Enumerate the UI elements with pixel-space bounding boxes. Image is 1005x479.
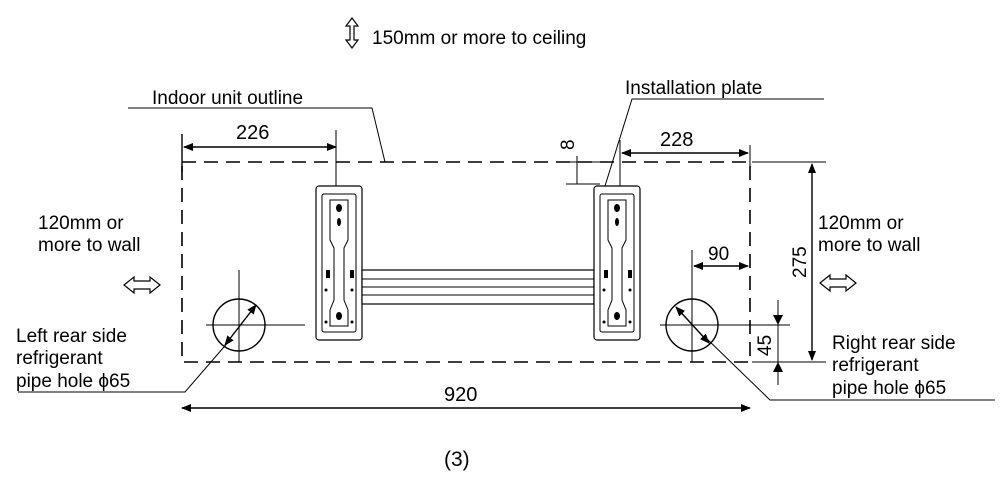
- left-plate-bracket: [315, 185, 363, 341]
- plate-leader: [604, 98, 824, 187]
- right-pipe-hole: [660, 250, 995, 401]
- dim-90-value: 90: [708, 244, 729, 265]
- left-hole-label-line2: refrigerant: [16, 348, 103, 369]
- dim-228-value: 228: [660, 129, 693, 151]
- dim-8-value: 8: [558, 139, 579, 150]
- outline-leader: [128, 107, 386, 163]
- dim-920-value: 920: [444, 384, 477, 406]
- plate-connecting-rails: [361, 269, 595, 305]
- right-plate-bracket: [593, 185, 641, 341]
- dim-275-value: 275: [790, 246, 811, 278]
- dim-45-arrow-bottom: [773, 362, 783, 372]
- wall-left-arrow-icon: [123, 275, 161, 295]
- right-hole-label-line1: Right rear side: [832, 333, 956, 354]
- right-hole-label-line2: refrigerant: [832, 355, 919, 376]
- left-pipe-hole: [18, 270, 305, 393]
- wall-right-label-line1: 120mm or: [818, 213, 904, 234]
- dim-45-arrow-top: [773, 315, 783, 325]
- ceiling-arrow-icon: [344, 17, 360, 49]
- wall-left-label-line2: more to wall: [38, 235, 140, 256]
- left-hole-label-line1: Left rear side: [16, 326, 127, 347]
- plate-label: Installation plate: [625, 78, 762, 99]
- outline-label: Indoor unit outline: [152, 88, 303, 109]
- wall-right-arrow-icon: [819, 273, 857, 293]
- figure-number: (3): [444, 448, 470, 471]
- left-hole-label-line3: pipe hole ϕ65: [16, 371, 130, 392]
- ceiling-clearance-label: 150mm or more to ceiling: [372, 28, 586, 49]
- dim-226-value: 226: [236, 122, 269, 144]
- wall-left-label-line1: 120mm or: [38, 213, 124, 234]
- wall-right-label-line2: more to wall: [818, 235, 920, 256]
- indoor-unit-outline: [181, 161, 751, 363]
- right-hole-label-line3: pipe hole ϕ65: [832, 378, 946, 399]
- dim-45-value: 45: [755, 335, 776, 356]
